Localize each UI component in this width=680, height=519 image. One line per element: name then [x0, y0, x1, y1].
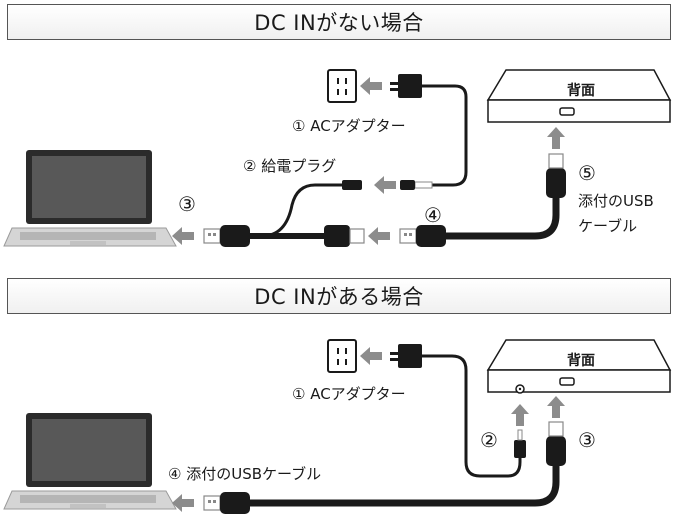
ac-adapter-icon [390, 344, 422, 368]
usb-cable-label-line1: 添付のUSB [578, 192, 654, 210]
section-title-with-dcin: DC INがある場合 [7, 278, 671, 314]
usb-connector-icon [203, 491, 251, 515]
arrow-icon [360, 347, 382, 365]
arrow-icon [172, 227, 194, 245]
device-back-label: 背面 [567, 82, 595, 99]
arrow-icon [360, 77, 382, 95]
arrow-icon [547, 396, 565, 418]
label-3: ③ [178, 192, 196, 216]
section-title-no-dcin: DC INがない場合 [7, 4, 671, 40]
arrow-icon [368, 227, 390, 245]
power-plug-icon [514, 440, 526, 458]
power-plug-icon [414, 181, 433, 189]
usb-cable-label-line2: ケーブル [578, 217, 637, 235]
outlet-icon [327, 69, 357, 103]
outlet-icon [327, 339, 357, 373]
ac-adapter-icon [390, 74, 422, 98]
laptop-icon [3, 412, 177, 510]
arrow-icon [511, 404, 529, 426]
arrow-icon [374, 176, 396, 194]
ac-adapter-label: ① ACアダプター [292, 117, 406, 135]
device-back-label: 背面 [567, 352, 595, 369]
arrow-icon [547, 127, 565, 149]
usb-connector-icon [203, 224, 251, 248]
usb-connector-icon [399, 224, 447, 248]
label-4: ④ [424, 203, 442, 227]
power-plug-label: ② 給電プラグ [243, 157, 336, 175]
ac-adapter-label: ① ACアダプター [292, 385, 406, 403]
label-3: ③ [578, 428, 596, 452]
label-2: ② [480, 428, 498, 452]
laptop-icon [3, 149, 177, 247]
label-5: ⑤ [578, 161, 596, 185]
usb-cable-label: ④ 添付のUSBケーブル [168, 465, 321, 483]
